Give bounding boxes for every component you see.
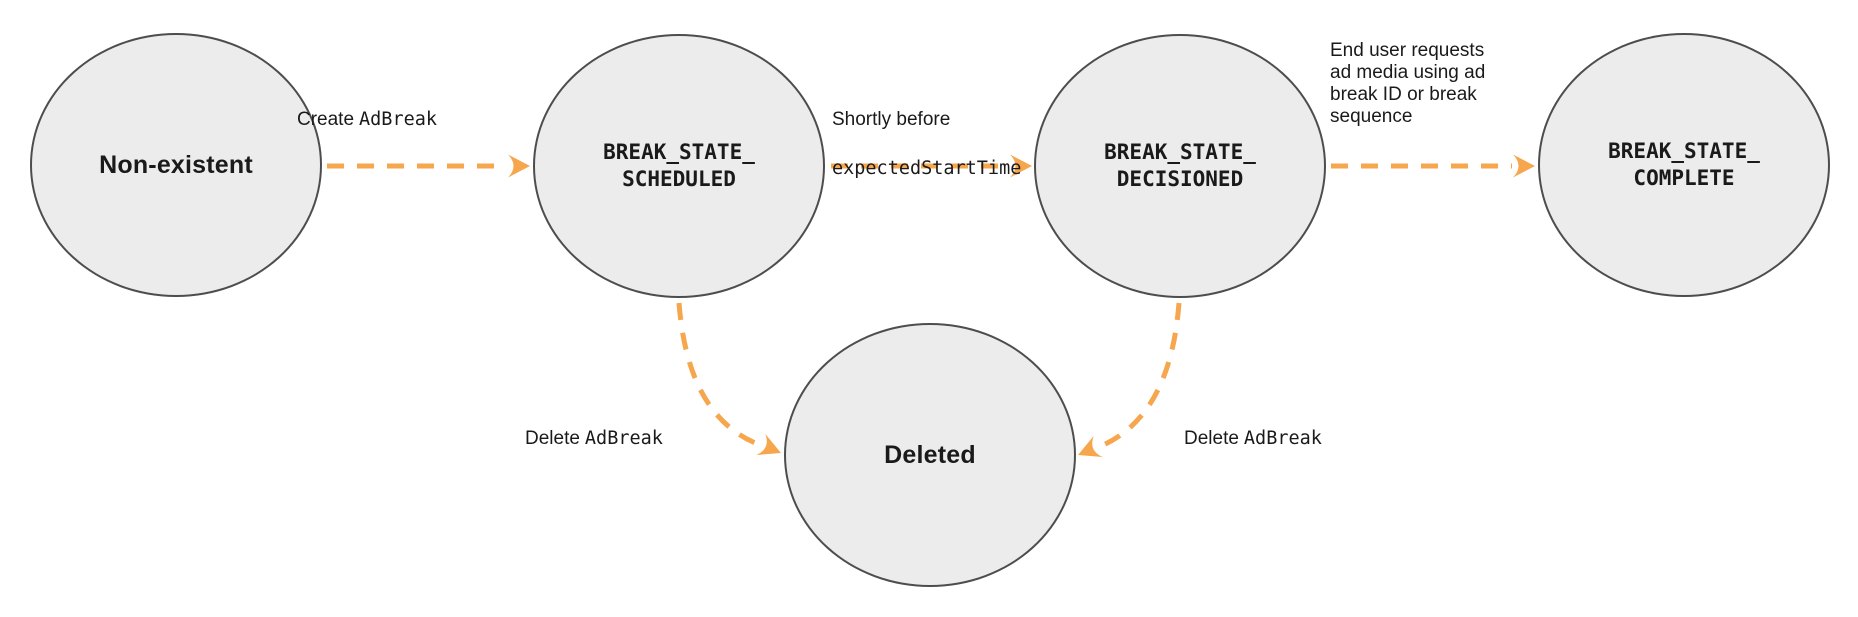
state-label-non-existent: Non-existent [99, 150, 253, 179]
edge-label-shortly-before-code: expectedStartTime [832, 158, 1022, 179]
state-node-break-state-scheduled: BREAK_STATE_ SCHEDULED [533, 34, 825, 298]
edge-label-delete-adbreak-left-plain: Delete [525, 428, 580, 449]
edge-label-delete-adbreak-right-plain: Delete [1184, 428, 1239, 449]
edge-label-end-user-request: End user requests ad media using ad brea… [1330, 40, 1486, 127]
edge-label-shortly-before: Shortly before expectedStartTime [832, 84, 1021, 204]
state-node-break-state-decisioned: BREAK_STATE_ DECISIONED [1034, 34, 1326, 298]
arrow-create-adbreak [327, 154, 530, 178]
state-node-deleted: Deleted [784, 323, 1076, 587]
edge-label-create-adbreak-code: AdBreak [359, 109, 437, 130]
state-label-deleted: Deleted [884, 440, 976, 469]
edge-label-shortly-before-plain: Shortly before [832, 109, 951, 130]
arrow-shortly-before-expectedstarttime [831, 154, 1032, 178]
edge-label-delete-adbreak-left-code: AdBreak [584, 428, 663, 449]
arrow-delete-adbreak-right [1078, 302, 1182, 457]
edge-label-create-adbreak-plain: Create [297, 109, 355, 130]
state-node-non-existent: Non-existent [30, 33, 322, 297]
state-label-break-state-decisioned: BREAK_STATE_ DECISIONED [1104, 140, 1256, 191]
edge-label-delete-adbreak-right-code: AdBreak [1243, 428, 1322, 449]
arrow-end-user-request [1331, 154, 1535, 178]
state-node-break-state-complete: BREAK_STATE_ COMPLETE [1538, 33, 1830, 297]
state-label-break-state-scheduled: BREAK_STATE_ SCHEDULED [603, 140, 755, 191]
arrow-delete-adbreak-left [676, 302, 781, 455]
state-label-break-state-complete: BREAK_STATE_ COMPLETE [1608, 139, 1760, 190]
